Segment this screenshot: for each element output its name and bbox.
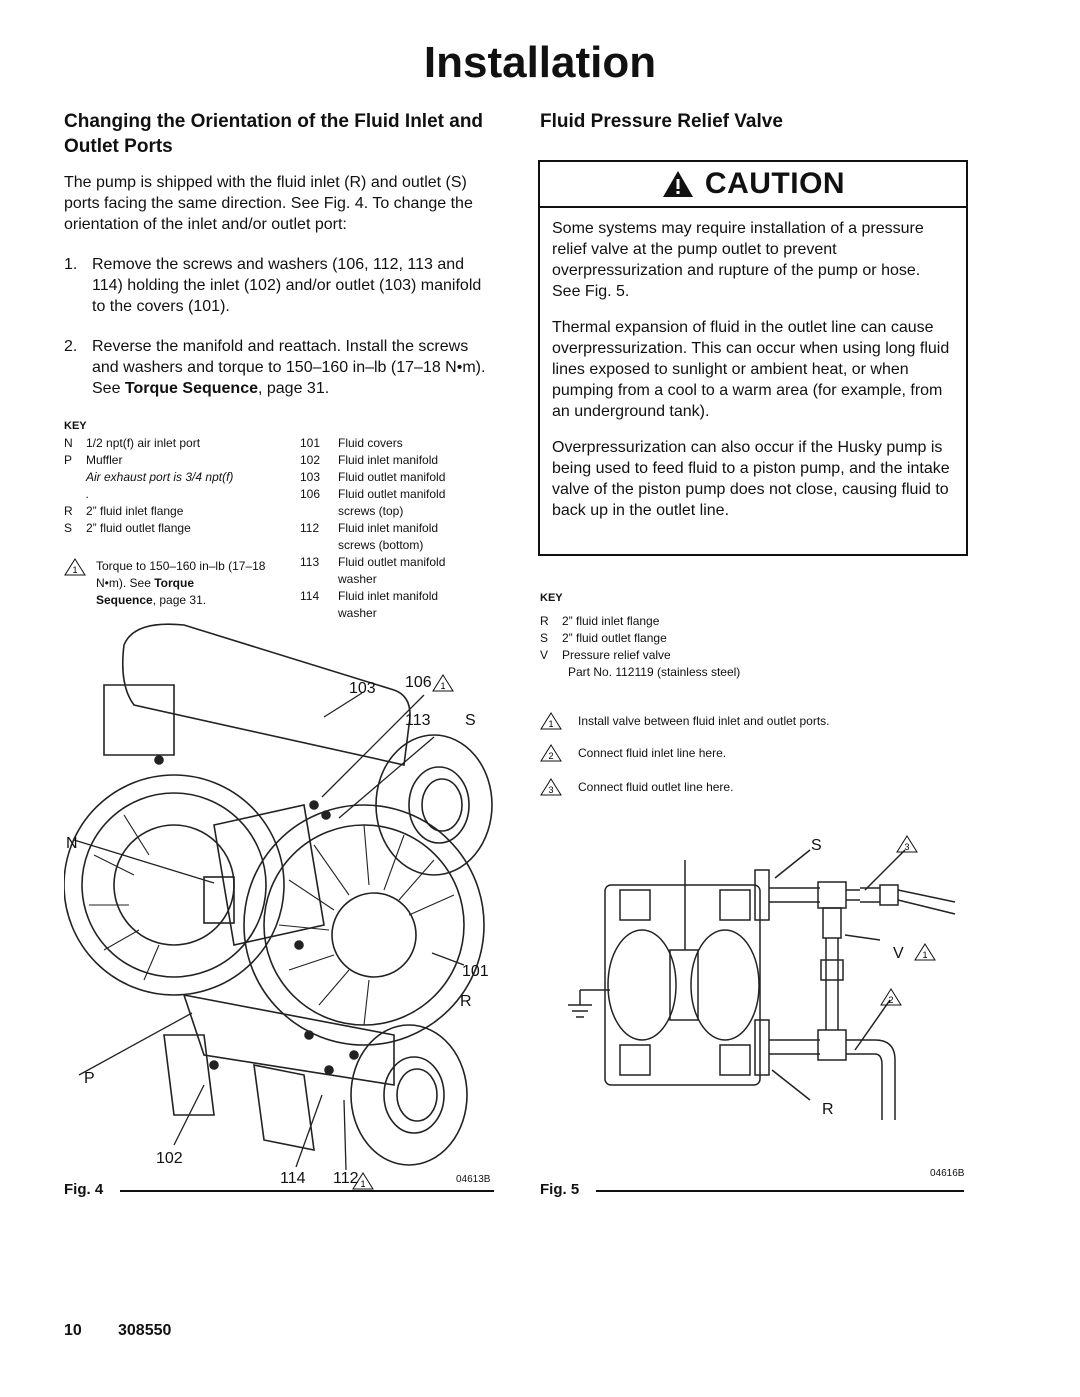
svg-text:1: 1 [72, 565, 77, 575]
figure-rule [596, 1190, 964, 1192]
section-heading-relief-valve: Fluid Pressure Relief Valve [540, 111, 783, 132]
callout-triangle-icon: 1 [432, 674, 454, 692]
label-S: S [465, 712, 476, 729]
label-R: R [822, 1101, 834, 1118]
document-number: 308550 [118, 1322, 172, 1339]
callout-triangle-icon: 3 [896, 835, 918, 853]
section-heading-orientation: Changing the Orientation of the Fluid In… [64, 111, 484, 157]
figure-caption: Fig. 4 [64, 1181, 104, 1198]
callout-triangle-icon: 1 [914, 943, 936, 961]
label-P: P [84, 1070, 95, 1087]
caution-header: CAUTION [540, 162, 966, 208]
svg-text:2: 2 [548, 751, 553, 761]
caution-paragraph: Some systems may require installation of… [552, 220, 924, 300]
note-2: 2 Connect fluid inlet line here. [540, 744, 920, 762]
page-title: Installation [423, 38, 657, 87]
step-2: 2. Reverse the manifold and reattach. In… [64, 336, 494, 399]
pump-illustration [64, 623, 493, 1171]
svg-text:1: 1 [440, 681, 445, 691]
label-112: 112 [333, 1170, 359, 1187]
step-number: 1. [64, 256, 78, 273]
page-number: 10 [64, 1322, 82, 1339]
note-3: 3 Connect fluid outlet line here. [540, 778, 920, 796]
svg-text:3: 3 [904, 842, 909, 852]
label-N: N [66, 835, 78, 852]
label-101: 101 [462, 963, 489, 980]
label-114: 114 [280, 1170, 306, 1187]
warning-triangle-icon [662, 171, 693, 197]
label-102: 102 [156, 1150, 183, 1167]
callout-triangle-icon: 2 [540, 744, 562, 762]
label-106: 106 [405, 674, 432, 691]
relief-valve-installation-diagram [568, 849, 956, 1120]
svg-text:3: 3 [548, 785, 553, 795]
caution-box: CAUTION Some systems may require install… [538, 160, 968, 556]
torque-note: 1 Torque to 150–160 in–lb (17–18 N•m). S… [64, 558, 279, 609]
note-1: 1 Install valve between fluid inlet and … [540, 712, 920, 730]
caution-body: Some systems may require installation of… [540, 208, 966, 521]
label-V: V [893, 945, 904, 962]
caution-paragraph: Overpressurization can also occur if the… [552, 439, 950, 519]
svg-text:1: 1 [922, 950, 927, 960]
callout-triangle-icon: 1 [64, 558, 86, 576]
key-item-note: Air exhaust port is 3/4 npt(f) . [86, 470, 234, 501]
key-title: KEY [540, 592, 563, 604]
callout-triangle-icon: 2 [880, 988, 902, 1006]
label-R: R [460, 993, 472, 1010]
key-item: Part No. 112119 (stainless steel) [568, 665, 741, 679]
label-103: 103 [349, 680, 376, 697]
label-S: S [811, 837, 822, 854]
figure-rule [120, 1190, 494, 1192]
caution-title: CAUTION [704, 167, 846, 200]
step-text: Reverse the manifold and reattach. Insta… [92, 338, 486, 397]
key-title: KEY [64, 420, 87, 432]
label-113: 113 [405, 712, 431, 729]
callout-triangle-icon: 3 [540, 778, 562, 796]
callout-triangle-icon: 1 [540, 712, 562, 730]
intro-paragraph: The pump is shipped with the fluid inlet… [64, 174, 473, 233]
step-number: 2. [64, 338, 78, 355]
svg-text:1: 1 [360, 1179, 365, 1189]
svg-text:1: 1 [548, 719, 553, 729]
caution-paragraph: Thermal expansion of fluid in the outlet… [552, 319, 950, 420]
figure-code: 04616B [930, 1168, 965, 1179]
callout-triangle-icon: 1 [352, 1172, 374, 1190]
svg-text:2: 2 [888, 995, 893, 1005]
figure-code: 04613B [456, 1174, 491, 1185]
figure-caption: Fig. 5 [540, 1181, 580, 1198]
step-1: 1. Remove the screws and washers (106, 1… [64, 254, 494, 317]
step-text: Remove the screws and washers (106, 112,… [92, 256, 482, 315]
